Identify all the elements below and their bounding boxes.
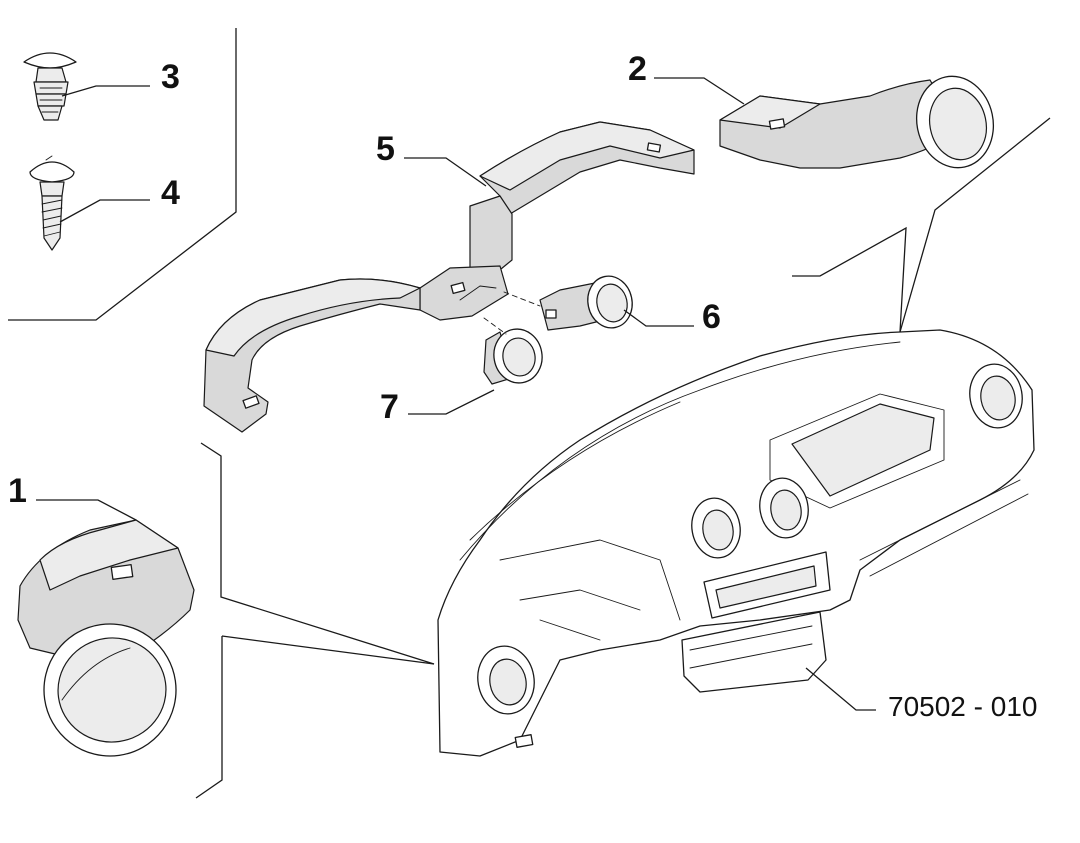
callout-7: 7 (380, 388, 399, 426)
callout-3: 3 (161, 58, 180, 96)
air-duct-elbow-part-6 (503, 275, 633, 331)
callout-1: 1 (8, 472, 27, 510)
air-duct-outlet-part-2 (719, 75, 995, 169)
callout-2: 2 (628, 50, 647, 88)
divider-lines (8, 28, 1051, 799)
push-clip-part (23, 52, 77, 121)
callout-6: 6 (702, 298, 721, 336)
screw-part (29, 155, 75, 251)
callout-leaders (36, 77, 876, 711)
air-duct-assembly-part-5 (203, 121, 695, 433)
callout-4: 4 (161, 174, 180, 212)
dashboard-assembly (437, 329, 1035, 757)
callout-5: 5 (376, 130, 395, 168)
reference-code: 70502 - 010 (888, 691, 1037, 722)
round-vent-part-7 (483, 317, 543, 385)
side-vent-housing-part-1 (17, 519, 195, 757)
